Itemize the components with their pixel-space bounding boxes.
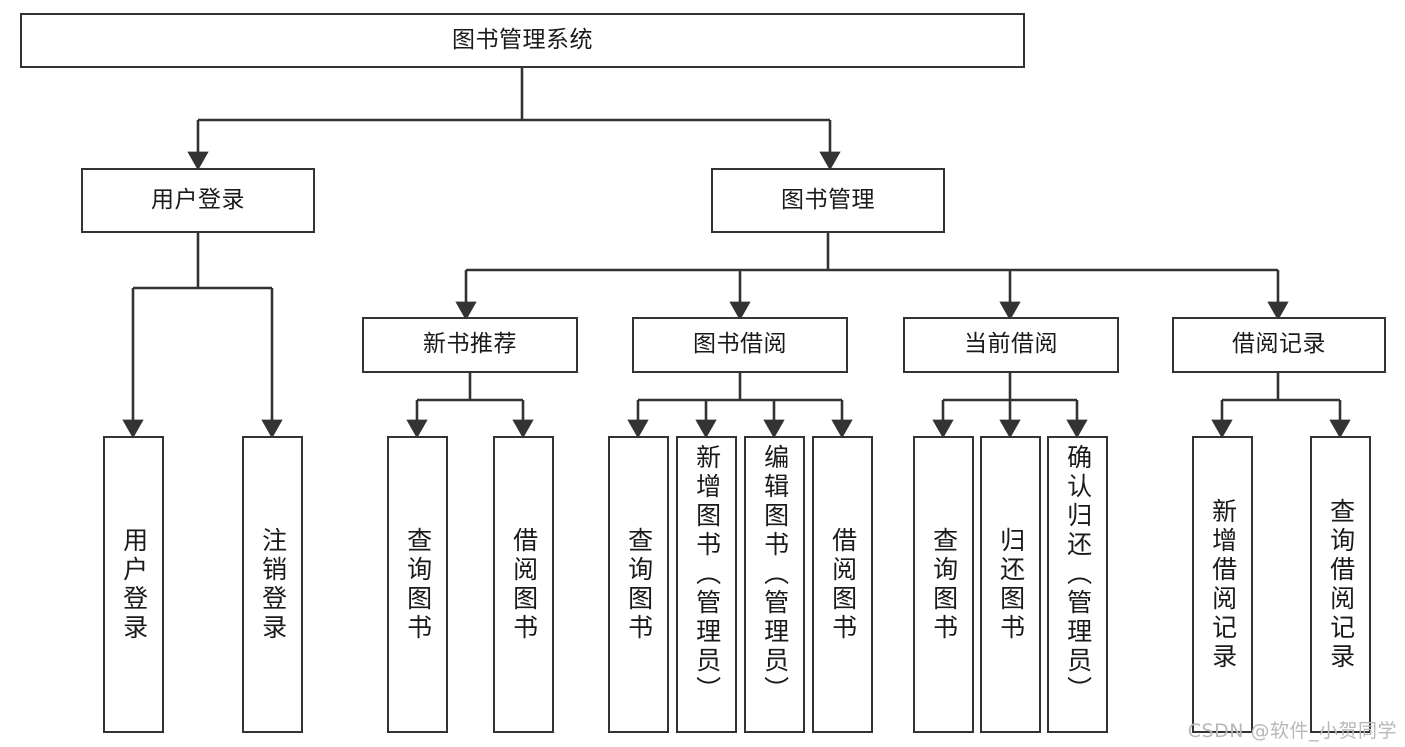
node-leaf-query-record[interactable]: 查询借阅记录: [1310, 436, 1371, 733]
node-current-borrow-label: 当前借阅: [964, 331, 1058, 358]
node-leaf-add-record-label: 新增借阅记录: [1208, 497, 1238, 672]
node-new-book-rec-label: 新书推荐: [423, 331, 517, 358]
node-leaf-borrow-book-2[interactable]: 借阅图书: [812, 436, 873, 733]
node-root-label: 图书管理系统: [452, 26, 593, 53]
node-leaf-query-book-3[interactable]: 查询图书: [913, 436, 974, 733]
node-book-manage-label: 图书管理: [781, 186, 875, 213]
node-leaf-query-book-3-label: 查询图书: [929, 526, 959, 643]
node-leaf-query-book-1[interactable]: 查询图书: [387, 436, 448, 733]
node-user-login-label: 用户登录: [151, 186, 245, 213]
node-leaf-logout[interactable]: 注销登录: [242, 436, 303, 733]
node-leaf-user-login-label: 用户登录: [119, 526, 149, 643]
node-leaf-confirm-return-label: 确认归还（管理员）: [1063, 444, 1093, 705]
node-leaf-borrow-book-1[interactable]: 借阅图书: [493, 436, 554, 733]
node-leaf-user-login[interactable]: 用户登录: [103, 436, 164, 733]
node-leaf-add-book-label: 新增图书（管理员）: [692, 444, 722, 705]
node-leaf-add-book[interactable]: 新增图书（管理员）: [676, 436, 737, 733]
node-borrow-record-label: 借阅记录: [1232, 331, 1326, 358]
node-root[interactable]: 图书管理系统: [20, 13, 1025, 68]
node-leaf-query-book-1-label: 查询图书: [403, 526, 433, 643]
node-current-borrow[interactable]: 当前借阅: [903, 317, 1119, 373]
node-leaf-query-book-2-label: 查询图书: [624, 526, 654, 643]
node-leaf-query-record-label: 查询借阅记录: [1326, 497, 1356, 672]
node-leaf-query-book-2[interactable]: 查询图书: [608, 436, 669, 733]
node-leaf-edit-book-label: 编辑图书（管理员）: [760, 444, 790, 705]
node-borrow-record[interactable]: 借阅记录: [1172, 317, 1386, 373]
node-leaf-borrow-book-2-label: 借阅图书: [828, 526, 858, 643]
node-leaf-logout-label: 注销登录: [258, 526, 288, 643]
node-book-manage[interactable]: 图书管理: [711, 168, 945, 233]
node-book-borrow-label: 图书借阅: [693, 331, 787, 358]
node-new-book-rec[interactable]: 新书推荐: [362, 317, 578, 373]
node-leaf-borrow-book-1-label: 借阅图书: [509, 526, 539, 643]
node-leaf-confirm-return[interactable]: 确认归还（管理员）: [1047, 436, 1108, 733]
node-leaf-return-book-label: 归还图书: [996, 526, 1026, 643]
node-leaf-edit-book[interactable]: 编辑图书（管理员）: [744, 436, 805, 733]
node-user-login[interactable]: 用户登录: [81, 168, 315, 233]
node-book-borrow[interactable]: 图书借阅: [632, 317, 848, 373]
node-leaf-return-book[interactable]: 归还图书: [980, 436, 1041, 733]
node-leaf-add-record[interactable]: 新增借阅记录: [1192, 436, 1253, 733]
csdn-watermark: CSDN @软件_小贺同学: [1187, 720, 1397, 742]
